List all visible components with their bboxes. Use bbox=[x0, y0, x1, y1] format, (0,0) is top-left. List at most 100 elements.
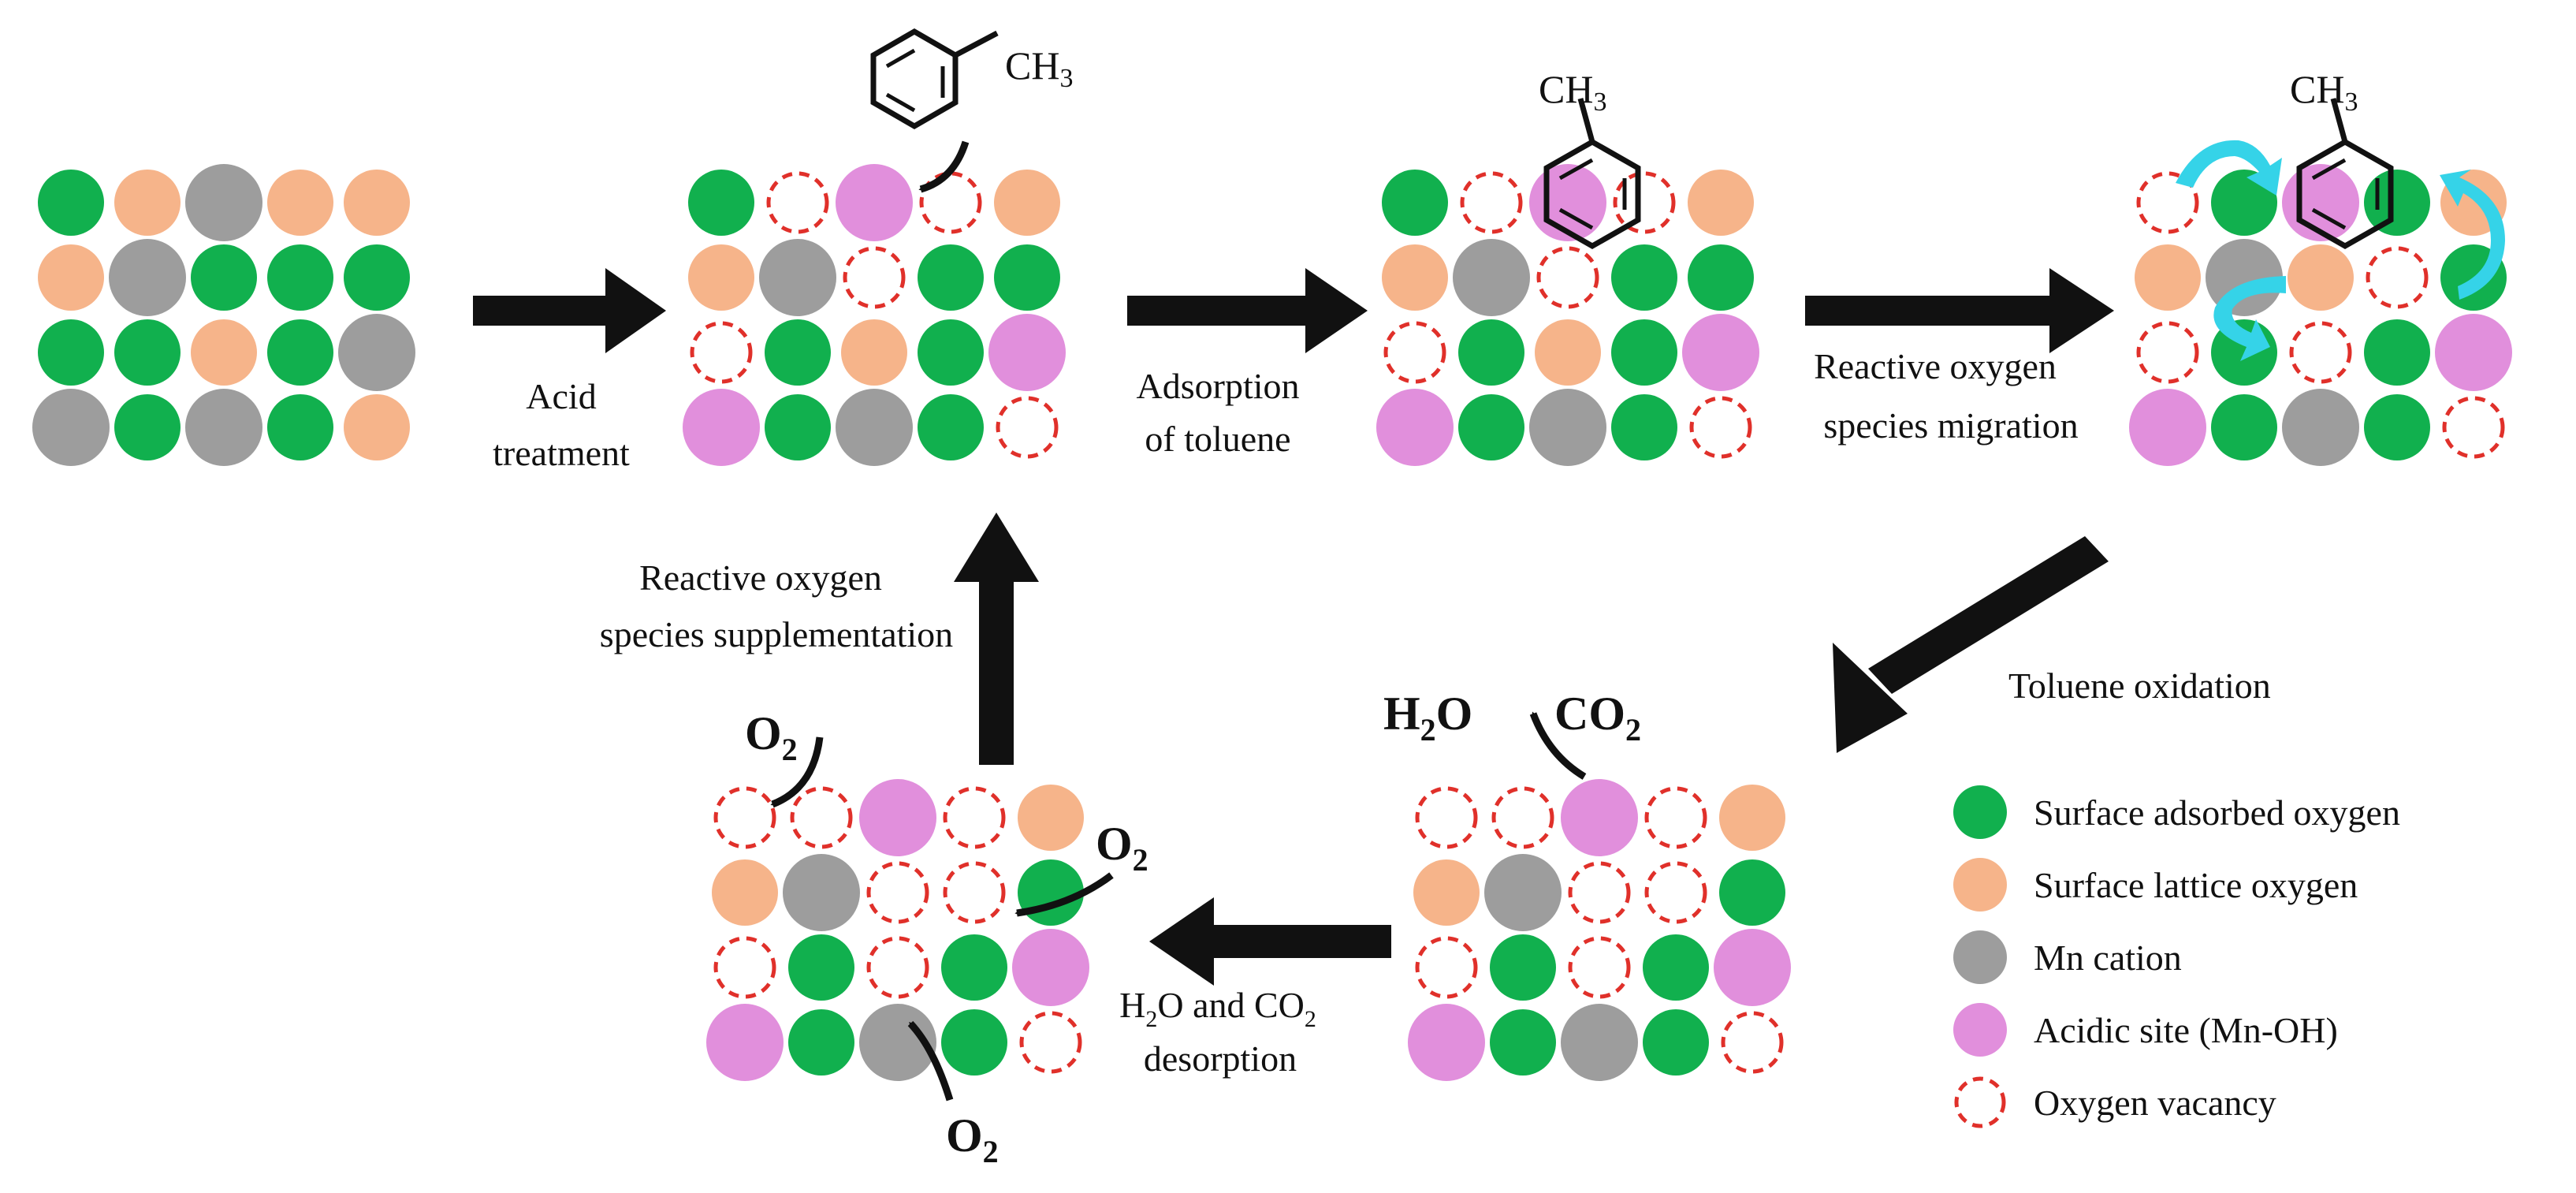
oxygen-vacancy-site bbox=[1019, 1011, 1082, 1074]
mn-cation-site bbox=[2282, 389, 2359, 466]
surface-adsorbed-oxygen-site bbox=[1688, 244, 1754, 311]
acidic-site bbox=[1682, 314, 1759, 391]
surface-adsorbed-oxygen-site bbox=[941, 1009, 1007, 1076]
surface-adsorbed-oxygen-site bbox=[1458, 394, 1524, 460]
co2-product-label: CO2 bbox=[1554, 688, 1641, 747]
surface-adsorbed-oxygen-site bbox=[941, 934, 1007, 1001]
oxygen-vacancy-site bbox=[2136, 321, 2199, 384]
supplementation-arrow bbox=[954, 513, 1039, 765]
oxygen-vacancy-site bbox=[843, 246, 906, 309]
mn-cation-site bbox=[1453, 239, 1530, 316]
mn-cation-site bbox=[338, 314, 415, 391]
surface-adsorbed-oxygen-site bbox=[918, 319, 984, 386]
mn-cation-site bbox=[109, 239, 186, 316]
oxygen-vacancy-site bbox=[1644, 786, 1707, 849]
oxygen-vacancy-site bbox=[2289, 321, 2352, 384]
oxygen-vacancy-site bbox=[866, 936, 929, 999]
surface-lattice-oxygen-site bbox=[2288, 244, 2354, 311]
surface-lattice-oxygen-site bbox=[267, 170, 333, 236]
o2-refill-curve-arrow bbox=[907, 1020, 954, 1102]
surface-adsorbed-oxygen-site bbox=[38, 170, 104, 236]
surface-adsorbed-oxygen-site bbox=[267, 394, 333, 460]
oxygen-vacancy-site bbox=[1383, 321, 1446, 384]
legend-symbol-lattice bbox=[1953, 858, 2007, 912]
oxygen-vacancy-site bbox=[2442, 396, 2505, 459]
mn-cation-site bbox=[1484, 854, 1562, 931]
surface-adsorbed-oxygen-site bbox=[38, 319, 104, 386]
acid-treatment-label-line1: Acid bbox=[526, 376, 596, 416]
o2-label-bottom: O2 bbox=[946, 1109, 999, 1169]
adsorption-curve-arrow bbox=[918, 140, 970, 193]
surface-lattice-oxygen-site bbox=[688, 244, 754, 311]
methyl-group-label-2: CH3 bbox=[1539, 67, 1606, 117]
acid-treatment-label-line2: treatment bbox=[493, 433, 630, 473]
grid-oxygen-migration bbox=[2129, 164, 2512, 466]
legend-symbol-adsorbed bbox=[1953, 785, 2007, 839]
mn-cation-site bbox=[185, 164, 262, 241]
legend-label-lattice: Surface lattice oxygen bbox=[2034, 865, 2358, 905]
oxygen-vacancy-site bbox=[866, 861, 929, 924]
acidic-site bbox=[2435, 314, 2512, 391]
oxygen-vacancy-site bbox=[766, 171, 829, 234]
surface-adsorbed-oxygen-site bbox=[788, 1009, 854, 1076]
surface-adsorbed-oxygen-site bbox=[2364, 394, 2430, 460]
surface-adsorbed-oxygen-site bbox=[191, 244, 257, 311]
methyl-group-label-3: CH3 bbox=[2290, 67, 2358, 117]
acidic-site bbox=[1012, 929, 1089, 1006]
oxidation-label: Toluene oxidation bbox=[2008, 665, 2271, 706]
oxygen-vacancy-site bbox=[713, 936, 776, 999]
toluene-molecule-migration bbox=[2296, 98, 2394, 250]
product-release-curve-arrow bbox=[1529, 711, 1587, 780]
surface-lattice-oxygen-site bbox=[1382, 244, 1448, 311]
mn-cation-site bbox=[1529, 389, 1606, 466]
oxygen-vacancy-site bbox=[996, 396, 1059, 459]
oxygen-vacancy-site bbox=[2136, 171, 2199, 234]
surface-lattice-oxygen-site bbox=[1719, 785, 1785, 851]
surface-adsorbed-oxygen-site bbox=[788, 934, 854, 1001]
migration-label-line1: Reactive oxygen bbox=[1814, 346, 2057, 386]
surface-lattice-oxygen-site bbox=[994, 170, 1060, 236]
mn-cation-site bbox=[185, 389, 262, 466]
surface-adsorbed-oxygen-site bbox=[1611, 394, 1677, 460]
acid-treatment-arrow bbox=[473, 268, 666, 353]
desorption-label-line2: desorption bbox=[1144, 1038, 1297, 1079]
surface-adsorbed-oxygen-site bbox=[1611, 319, 1677, 386]
oxygen-vacancy-site bbox=[1689, 396, 1752, 459]
surface-lattice-oxygen-site bbox=[191, 319, 257, 386]
toluene-molecule-incoming bbox=[870, 28, 999, 130]
mn-cation-site bbox=[783, 854, 860, 931]
migration-arrow bbox=[1805, 268, 2114, 353]
surface-adsorbed-oxygen-site bbox=[344, 244, 410, 311]
oxygen-vacancy-site bbox=[1491, 786, 1554, 849]
acidic-site bbox=[988, 314, 1066, 391]
surface-adsorbed-oxygen-site bbox=[1018, 859, 1084, 926]
surface-adsorbed-oxygen-site bbox=[765, 319, 831, 386]
o2-label-top-left: O2 bbox=[745, 707, 798, 767]
desorption-arrow bbox=[1149, 897, 1391, 986]
oxygen-vacancy-site bbox=[943, 861, 1006, 924]
benzene-ring-icon bbox=[1543, 138, 1641, 250]
legend-symbol-acidic bbox=[1953, 1003, 2007, 1057]
oxygen-vacancy-site bbox=[713, 786, 776, 849]
oxidation-arrow bbox=[1833, 536, 2109, 753]
acidic-site bbox=[836, 164, 913, 241]
surface-lattice-oxygen-site bbox=[712, 859, 778, 926]
oxygen-vacancy-site bbox=[790, 786, 853, 849]
oxygen-vacancy-site bbox=[1460, 171, 1523, 234]
adsorption-label-line1: Adsorption bbox=[1137, 366, 1300, 406]
surface-lattice-oxygen-site bbox=[344, 394, 410, 460]
oxygen-vacancy-site bbox=[1536, 246, 1599, 309]
grid-after-oxidation bbox=[1408, 779, 1791, 1081]
surface-adsorbed-oxygen-site bbox=[688, 170, 754, 236]
surface-lattice-oxygen-site bbox=[1413, 859, 1480, 926]
legend-symbol-vacancy bbox=[1954, 1076, 2006, 1128]
surface-lattice-oxygen-site bbox=[1688, 170, 1754, 236]
surface-adsorbed-oxygen-site bbox=[267, 319, 333, 386]
acidic-site bbox=[859, 779, 936, 856]
surface-adsorbed-oxygen-site bbox=[994, 244, 1060, 311]
surface-lattice-oxygen-site bbox=[114, 170, 181, 236]
oxygen-vacancy-site bbox=[919, 171, 982, 234]
oxygen-vacancy-site bbox=[943, 786, 1006, 849]
acidic-site bbox=[1376, 389, 1454, 466]
